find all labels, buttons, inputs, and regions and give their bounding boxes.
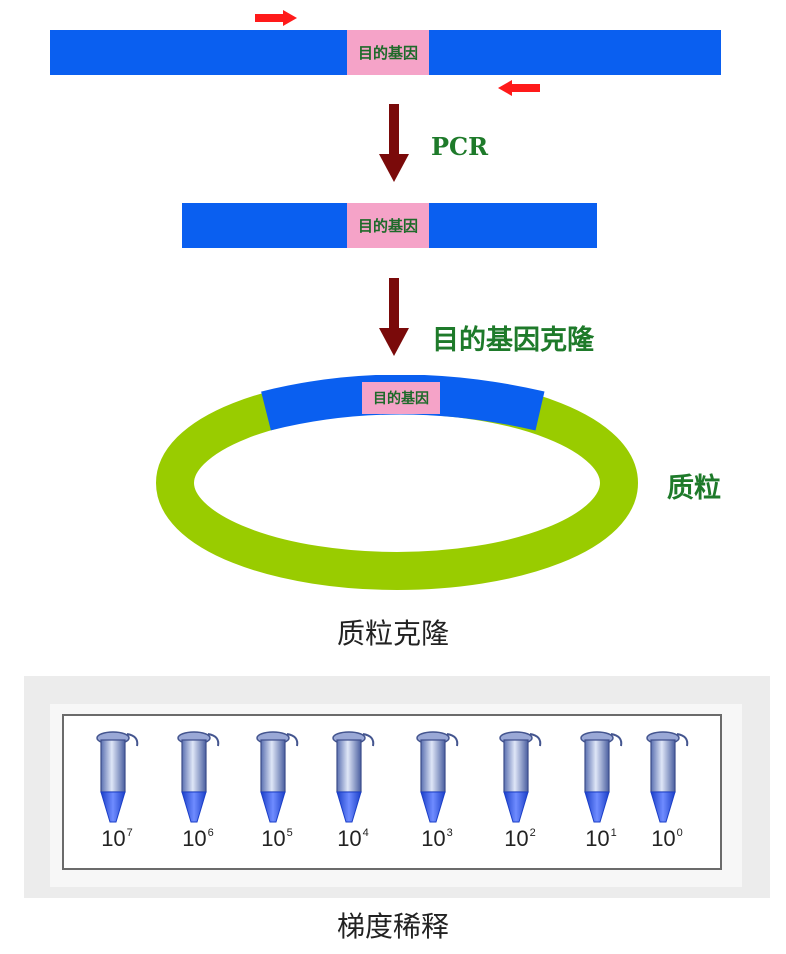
target-gene-label: 目的基因 xyxy=(357,44,418,62)
tube-icon xyxy=(87,728,147,858)
dilution-label: 104 xyxy=(323,826,383,852)
target-gene-segment: 目的基因 xyxy=(347,30,429,75)
dilution-base: 10 xyxy=(504,826,529,851)
gradient-dilution-caption: 梯度稀释 xyxy=(336,910,449,943)
dilution-exponent: 5 xyxy=(286,827,293,839)
plasmid-label: 质粒 xyxy=(667,473,721,504)
dilution-exponent: 2 xyxy=(529,827,536,839)
pcr-product-gene-label: 目的基因 xyxy=(357,217,418,235)
dilution-label: 102 xyxy=(490,826,550,852)
dilution-exponent: 0 xyxy=(676,827,683,839)
pcr-step-label: PCR xyxy=(431,132,489,161)
dilution-base: 10 xyxy=(651,826,676,851)
dilution-label: 107 xyxy=(87,826,147,852)
dilution-label: 101 xyxy=(571,826,631,852)
plasmid-gene-label: 目的基因 xyxy=(373,391,429,407)
dilution-exponent: 6 xyxy=(207,827,214,839)
dilution-base: 10 xyxy=(421,826,446,851)
dilution-base: 10 xyxy=(261,826,286,851)
tube-icon xyxy=(168,728,228,858)
primer-forward-arrow-icon xyxy=(255,9,297,31)
dilution-label: 106 xyxy=(168,826,228,852)
plasmid-cloning-caption: 质粒克隆 xyxy=(336,617,449,650)
dilution-label: 100 xyxy=(637,826,697,852)
down-arrow-icon xyxy=(379,104,409,186)
dilution-label: 105 xyxy=(247,826,307,852)
dilution-exponent: 4 xyxy=(362,827,369,839)
down-arrow-icon xyxy=(379,278,409,360)
dilution-label: 103 xyxy=(407,826,467,852)
dilution-base: 10 xyxy=(585,826,610,851)
plasmid-ring xyxy=(150,374,650,599)
plasmid-gene-segment: 目的基因 xyxy=(362,382,440,414)
tube-icon xyxy=(247,728,307,858)
dilution-base: 10 xyxy=(101,826,126,851)
tube-icon xyxy=(407,728,467,858)
dilution-base: 10 xyxy=(337,826,362,851)
tube-icon xyxy=(637,728,697,858)
tube-icon xyxy=(490,728,550,858)
dilution-base: 10 xyxy=(182,826,207,851)
dilution-exponent: 7 xyxy=(126,827,133,839)
pcr-product-gene-segment: 目的基因 xyxy=(347,203,429,248)
primer-reverse-arrow-icon xyxy=(498,79,540,101)
gene-cloning-step-label: 目的基因克隆 xyxy=(432,325,594,356)
tube-icon xyxy=(571,728,631,858)
dilution-exponent: 3 xyxy=(446,827,453,839)
dilution-exponent: 1 xyxy=(610,827,617,839)
tube-icon xyxy=(323,728,383,858)
